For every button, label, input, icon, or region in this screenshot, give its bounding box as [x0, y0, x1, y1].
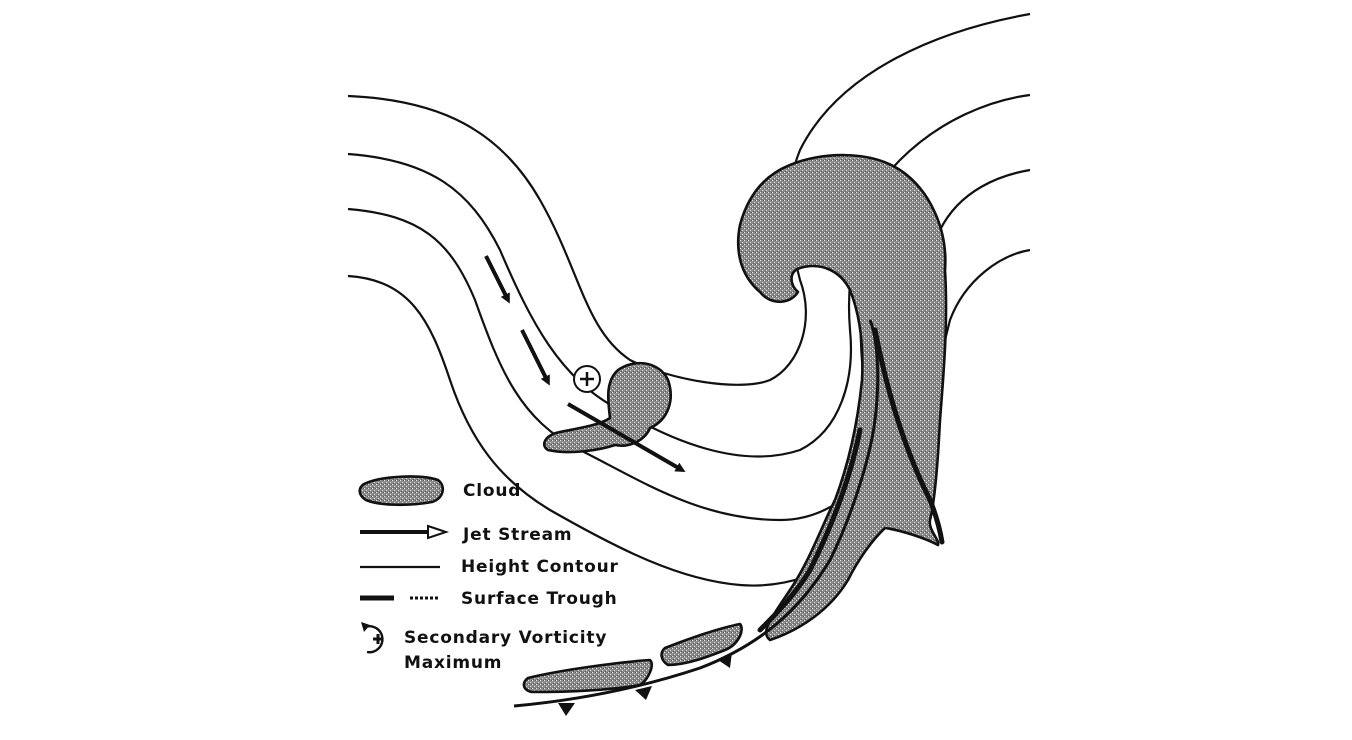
- front-barb: [718, 652, 732, 668]
- legend-label: Jet Stream: [462, 525, 572, 545]
- legend: Cloud Jet Stream Height Contour Surface …: [358, 475, 619, 673]
- height-contour: [347, 12, 1031, 386]
- legend-item-jet-stream: Jet Stream: [360, 524, 572, 545]
- jet-arrow: [566, 402, 686, 473]
- vorticity-maximum: [573, 365, 601, 393]
- legend-item-surface-trough: Surface Trough: [360, 589, 618, 609]
- legend-label: Surface Trough: [461, 589, 618, 609]
- cloud-shape: [660, 622, 743, 667]
- legend-label-line2: Maximum: [404, 653, 502, 673]
- legend-item-height-contour: Height Contour: [360, 557, 619, 577]
- surface-trough: [757, 427, 863, 633]
- front-barb: [635, 686, 652, 700]
- front-barb: [558, 703, 575, 716]
- jet-stream: [484, 255, 686, 473]
- height-contour: [347, 93, 1031, 458]
- jet-stream-arrowhead-icon: [427, 524, 450, 540]
- surface-front: [513, 319, 945, 716]
- legend-label: Secondary Vorticity: [404, 628, 607, 648]
- legend-item-vorticity-maximum: Secondary Vorticity Maximum: [361, 622, 607, 673]
- cloud-symbol-icon: [358, 475, 445, 507]
- cloud-shape: [543, 361, 672, 454]
- vorticity-symbol-icon: [361, 622, 384, 654]
- front-line: [513, 319, 880, 708]
- legend-item-cloud: Cloud: [358, 475, 521, 507]
- surface-trough: [872, 327, 945, 545]
- legend-label: Height Contour: [461, 557, 619, 577]
- jet-arrow: [520, 329, 550, 386]
- jet-arrow: [484, 255, 510, 304]
- small-clouds: [522, 361, 743, 694]
- legend-label: Cloud: [463, 481, 521, 501]
